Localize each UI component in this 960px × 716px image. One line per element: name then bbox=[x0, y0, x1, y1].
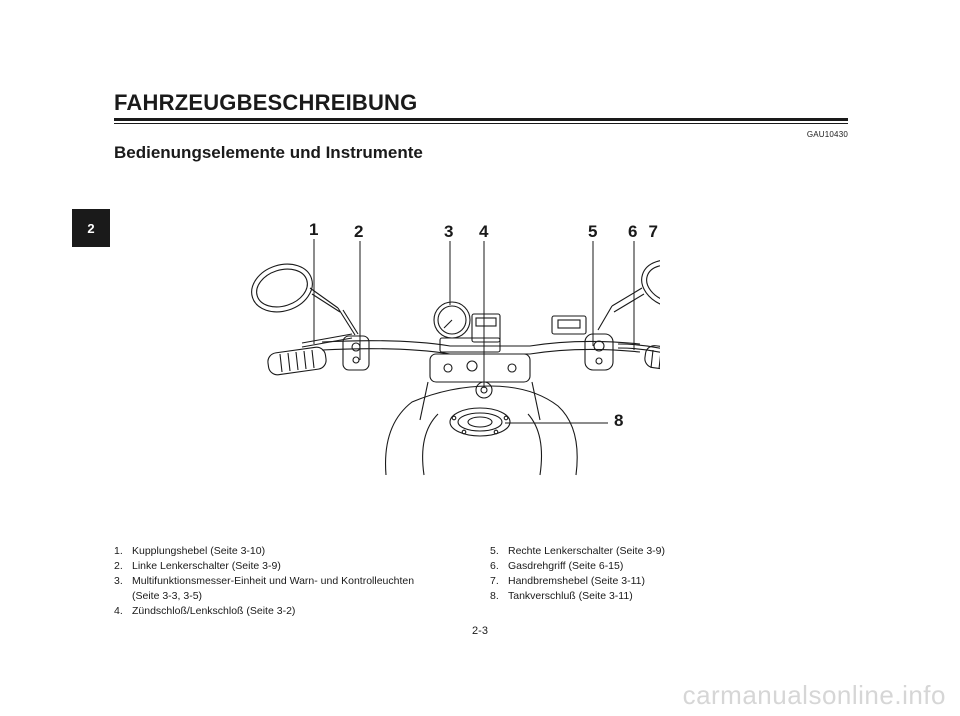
legend-item-text: Linke Lenkerschalter (Seite 3-9) bbox=[132, 560, 281, 572]
callout-7: 7 bbox=[649, 222, 658, 241]
callout-2: 2 bbox=[354, 222, 363, 241]
left-mirror bbox=[251, 263, 359, 336]
callout-1: 1 bbox=[309, 220, 318, 239]
callout-5: 5 bbox=[588, 222, 597, 241]
callout-3: 3 bbox=[444, 222, 453, 241]
speedometer bbox=[433, 301, 501, 353]
legend-item-text: Tankverschluß (Seite 3-11) bbox=[508, 590, 633, 602]
callout-8: 8 bbox=[614, 411, 623, 430]
section-title: Bedienungselemente und Instrumente bbox=[114, 143, 423, 162]
fuel-cap-icon bbox=[449, 407, 511, 437]
legend-item-text: Handbremshebel (Seite 3-11) bbox=[508, 575, 645, 587]
legend-item: 8. Tankverschluß (Seite 3-11) bbox=[490, 589, 750, 604]
steering-head bbox=[419, 353, 541, 421]
legend-item-text: Rechte Lenkerschalter (Seite 3-9) bbox=[508, 545, 665, 557]
legend-item: 1. Kupplungshebel (Seite 3-10) bbox=[114, 544, 454, 559]
legend-item-number: 5. bbox=[490, 545, 499, 557]
title-rule-thin bbox=[114, 123, 848, 124]
legend-item-number: 3. bbox=[114, 575, 123, 587]
legend-item-text: Kupplungshebel (Seite 3-10) bbox=[132, 545, 266, 557]
handlebar-figure: 1 2 3 4 5 6 7 8 bbox=[240, 210, 703, 485]
legend-item: 6. Gasdrehgriff (Seite 6-15) bbox=[490, 559, 750, 574]
right-mirror bbox=[597, 259, 703, 331]
fuel-tank bbox=[384, 385, 578, 476]
legend-item-text: Zündschloß/Lenkschloß (Seite 3-2) bbox=[132, 605, 296, 617]
legend-item-continuation: (Seite 3-3, 3-5) bbox=[114, 589, 454, 604]
legend-item: 4. Zündschloß/Lenkschloß (Seite 3-2) bbox=[114, 604, 454, 619]
legend-item-number: 4. bbox=[114, 605, 123, 617]
chapter-tab: 2 bbox=[72, 209, 110, 247]
legend-item: 3. Multifunktionsmesser-Einheit und Warn… bbox=[114, 574, 454, 589]
title-rule bbox=[114, 118, 848, 121]
callout-4: 4 bbox=[479, 222, 489, 241]
chapter-tab-label: 2 bbox=[87, 220, 95, 236]
watermark: carmanualsonline.info bbox=[682, 680, 946, 710]
document-code: GAU10430 bbox=[806, 130, 848, 139]
legend-item-number: 1. bbox=[114, 545, 123, 557]
chapter-title: FAHRZEUGBESCHREIBUNG bbox=[114, 90, 418, 115]
legend-right: 5. Rechte Lenkerschalter (Seite 3-9) 6. … bbox=[490, 544, 750, 604]
legend-item-text: Gasdrehgriff (Seite 6-15) bbox=[508, 560, 624, 572]
legend-left: 1. Kupplungshebel (Seite 3-10) 2. Linke … bbox=[114, 544, 454, 619]
legend-item-text: (Seite 3-3, 3-5) bbox=[132, 590, 203, 602]
callout-6: 6 bbox=[628, 222, 637, 241]
legend-item-number: 2. bbox=[114, 560, 123, 572]
page-number: 2-3 bbox=[472, 625, 488, 637]
ignition-key-icon bbox=[475, 381, 493, 399]
leader-lines bbox=[313, 239, 664, 424]
legend-item: 2. Linke Lenkerschalter (Seite 3-9) bbox=[114, 559, 454, 574]
legend-item: 5. Rechte Lenkerschalter (Seite 3-9) bbox=[490, 544, 750, 559]
legend-item-text: Multifunktionsmesser-Einheit und Warn- u… bbox=[132, 575, 415, 587]
handlebar-illustration: 1 2 3 4 5 6 7 8 bbox=[251, 220, 703, 476]
legend-item-number: 6. bbox=[490, 560, 499, 572]
legend-item-number: 8. bbox=[490, 590, 499, 602]
legend-item-number: 7. bbox=[490, 575, 499, 587]
legend-item: 7. Handbremshebel (Seite 3-11) bbox=[490, 574, 750, 589]
